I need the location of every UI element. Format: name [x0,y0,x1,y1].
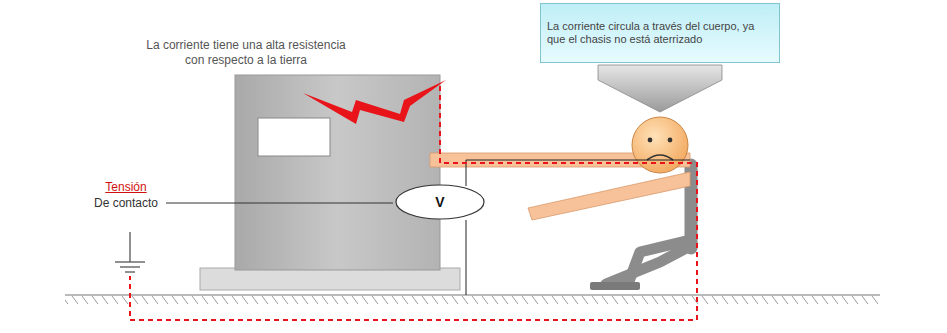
voltmeter-wire [466,220,467,295]
term-link: Tensión [88,180,164,195]
current-path [130,86,697,320]
meter-letter: V [435,194,444,211]
callout-box: La corriente circula a través del cuerpo… [540,3,780,63]
ground-symbol [115,232,145,272]
leader-line [166,203,393,204]
annotation-text: La corriente tiene una alta resistencia … [146,38,346,68]
lightning-bolt [303,80,446,124]
eye [668,138,673,143]
meter-ellipse [396,185,484,219]
voltmeter-symbol: V [395,184,485,220]
ground-hatch [65,296,880,304]
pointer-arrow [598,65,722,112]
ground-line [65,294,880,295]
lower-arm [528,172,690,220]
frown [647,155,673,160]
person-feet [590,282,640,290]
term-text: De contacto [88,196,164,211]
cabinet-window [258,118,330,156]
eye [648,138,653,143]
head [632,117,688,173]
callout-text: La corriente circula a través del cuerpo… [547,20,773,46]
cabinet-base [200,268,460,290]
